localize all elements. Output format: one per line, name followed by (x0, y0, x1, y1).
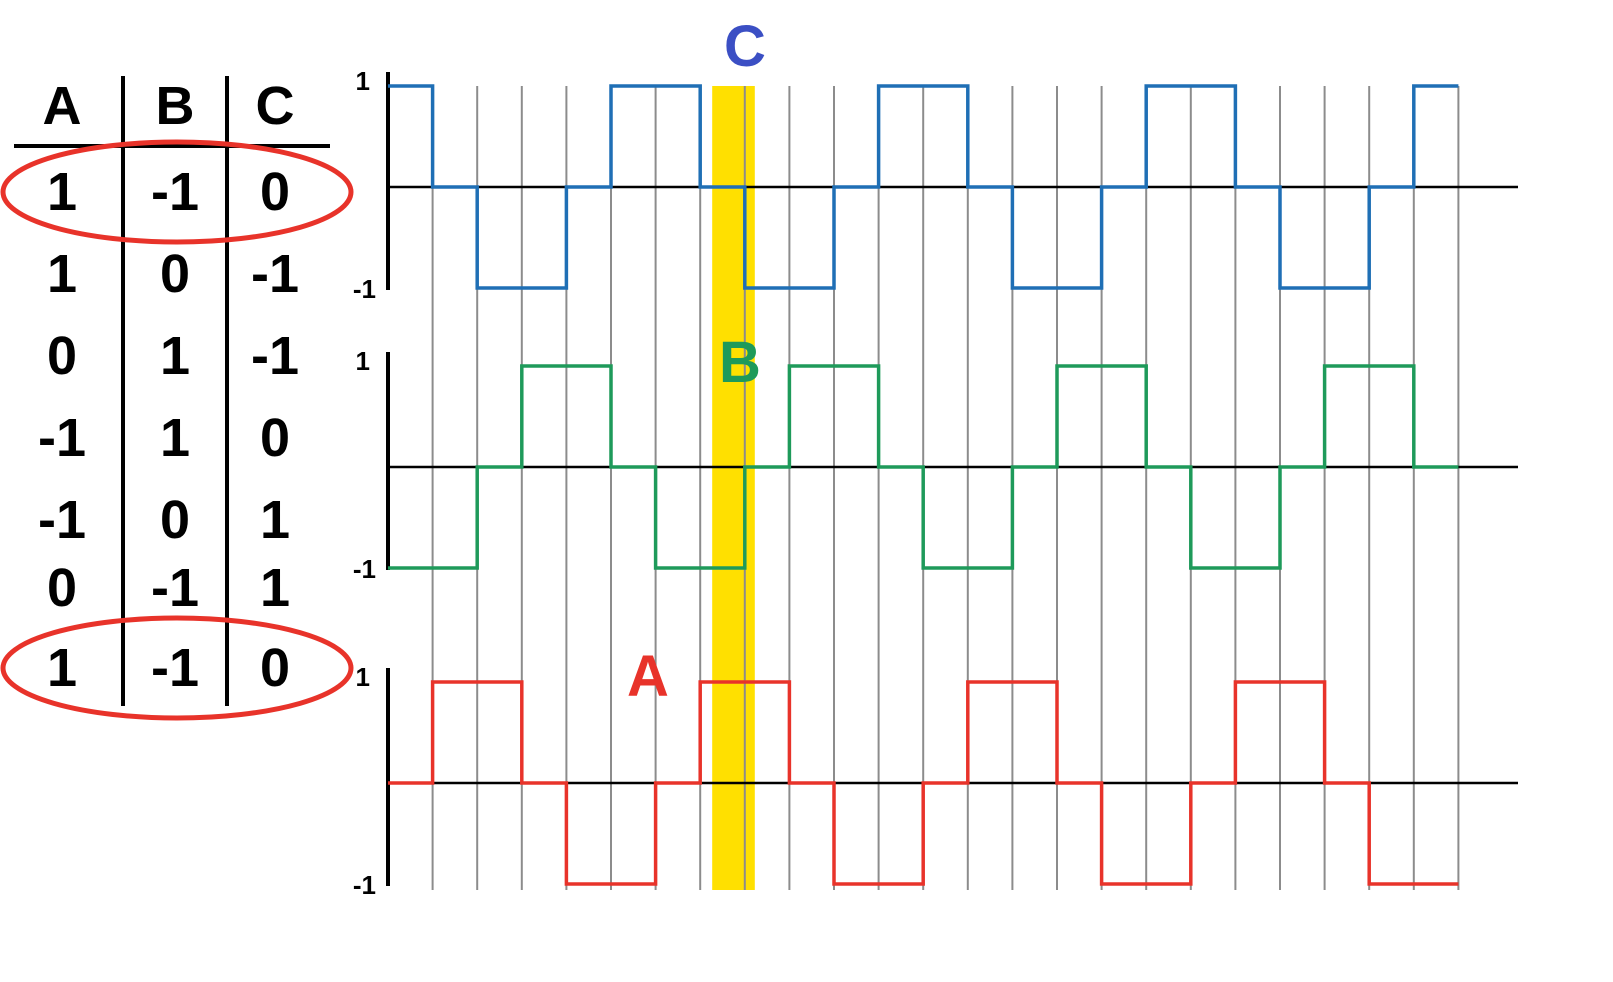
table-cell: 0 (260, 638, 290, 698)
tick-label-bottom: -1 (353, 870, 376, 900)
time-grid (431, 86, 1460, 890)
panel-a: 1 -1 (353, 662, 1518, 900)
table-cell: -1 (38, 408, 86, 468)
table-header-c: C (256, 76, 295, 136)
table-cell: 0 (160, 490, 190, 550)
table-cell: -1 (38, 490, 86, 550)
table-header-a: A (43, 76, 82, 136)
waveform-b (388, 364, 1459, 570)
waveform-panels: 1 -1 1 -1 1 -1 (353, 66, 1518, 900)
table-cell: 1 (260, 558, 290, 618)
panel-c: 1 -1 (353, 66, 1518, 304)
table-cell: -1 (251, 326, 299, 386)
waveform-labels: C B A (627, 14, 766, 709)
table-cell: -1 (151, 638, 199, 698)
label-b: B (719, 330, 761, 395)
highlight-band (712, 86, 755, 890)
table-cell: 0 (47, 558, 77, 618)
table-cell: 1 (47, 162, 77, 222)
label-a: A (627, 644, 669, 709)
table-cell: 1 (47, 638, 77, 698)
table-cell: -1 (251, 244, 299, 304)
table-cell: 0 (260, 408, 290, 468)
panel-b: 1 -1 (353, 346, 1518, 584)
table-cell: 1 (160, 326, 190, 386)
waveform-a (388, 680, 1459, 886)
table-cell: 1 (47, 244, 77, 304)
table-cell: -1 (151, 162, 199, 222)
tick-label-bottom: -1 (353, 274, 376, 304)
row-highlight-ellipse (0, 615, 354, 721)
row-highlight-ellipse (0, 139, 354, 245)
waveform-c (388, 84, 1459, 290)
table-header-b: B (156, 76, 195, 136)
label-c: C (724, 14, 766, 79)
highlight-band-rect (712, 86, 755, 890)
table-cell: 0 (260, 162, 290, 222)
tick-label-top: 1 (356, 662, 370, 692)
tick-label-bottom: -1 (353, 554, 376, 584)
table-cell: -1 (151, 558, 199, 618)
table-cell: 1 (260, 490, 290, 550)
table-cell: 0 (47, 326, 77, 386)
tick-label-top: 1 (356, 66, 370, 96)
switching-table: A B C 1 -1 0 1 0 -1 0 1 -1 -1 1 0 -1 0 1 0 -1 1 1 -1 0 (0, 76, 354, 721)
table-cell: 1 (160, 408, 190, 468)
tick-label-top: 1 (356, 346, 370, 376)
table-cell: 0 (160, 244, 190, 304)
